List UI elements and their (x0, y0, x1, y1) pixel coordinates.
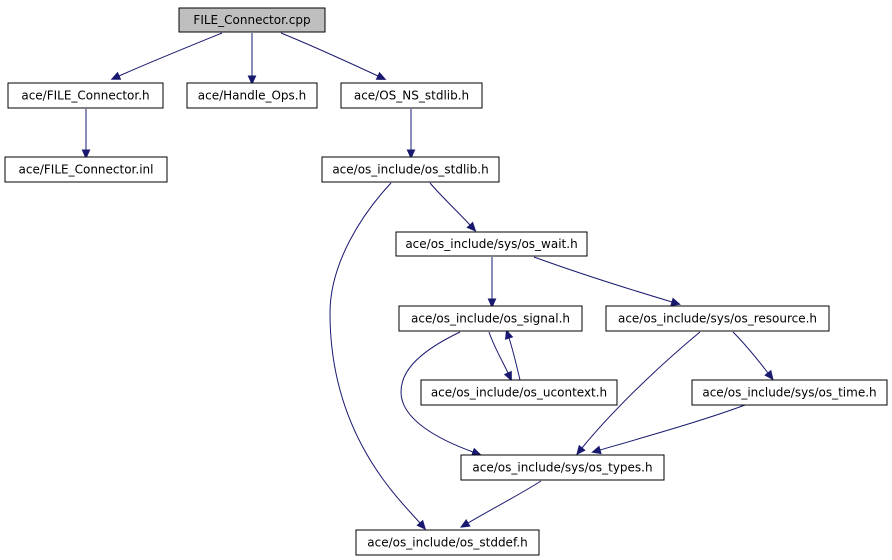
arrowhead-icon (460, 518, 471, 528)
edge-line (533, 256, 673, 303)
node-os-stdlib-h[interactable]: ace/os_include/os_stdlib.h (321, 156, 500, 183)
node-label: ace/os_include/os_stdlib.h (332, 163, 488, 177)
edge-line (488, 331, 509, 374)
node-label: ace/os_include/os_signal.h (411, 312, 570, 326)
node-label: ace/OS_NS_stdlib.h (354, 89, 469, 103)
arrowhead-icon (764, 369, 774, 381)
edge-sys_os_resource_h-to-sys_os_types_h (576, 331, 701, 456)
node-box (178, 7, 326, 33)
edge-line (329, 182, 421, 524)
arrowhead-icon (576, 444, 586, 456)
arrowhead-icon (487, 298, 497, 309)
edge-line (429, 182, 471, 226)
edge-sys_os_resource_h-to-sys_os_time_h (732, 331, 774, 381)
node-box (355, 529, 540, 556)
node-label: ace/Handle_Ops.h (198, 89, 306, 103)
edge-line (280, 32, 379, 77)
edge-line (400, 331, 474, 453)
edge-line (581, 331, 701, 449)
arrowhead-icon (505, 329, 514, 340)
edges (81, 32, 774, 530)
node-box (605, 305, 830, 332)
edge-line (508, 337, 521, 381)
edge-sys_os_wait_h-to-sys_os_resource_h (533, 256, 681, 307)
arrowhead-icon (375, 71, 387, 80)
node-label: ace/os_include/sys/os_wait.h (405, 237, 577, 251)
node-sys-os-resource-h[interactable]: ace/os_include/sys/os_resource.h (605, 305, 830, 332)
node-label: ace/os_include/sys/os_types.h (472, 461, 652, 475)
edge-os_stdlib_h-to-sys_os_wait_h (429, 182, 477, 232)
edge-line (467, 480, 542, 524)
edge-sys_os_time_h-to-sys_os_types_h (591, 404, 746, 455)
node-file-connector-cpp[interactable]: FILE_Connector.cpp (178, 7, 326, 33)
edge-os_ns_stdlib_h-to-os_stdlib_h (406, 109, 416, 160)
node-label: ace/os_include/os_ucontext.h (431, 386, 607, 400)
node-label: ace/os_include/sys/os_time.h (702, 386, 876, 400)
edge-sys_os_types_h-to-os_stddef_h (460, 480, 542, 528)
node-label: ace/os_include/os_stddef.h (367, 536, 527, 550)
arrowhead-icon (406, 149, 416, 160)
node-box (398, 305, 583, 332)
node-box (4, 156, 168, 183)
node-sys-os-time-h[interactable]: ace/os_include/sys/os_time.h (691, 379, 888, 406)
edge-os_signal_h-to-os_ucontext_h (488, 331, 512, 382)
node-label: ace/FILE_Connector.h (21, 89, 149, 103)
arrowhead-icon (591, 445, 602, 455)
node-box (7, 82, 164, 109)
node-label: ace/os_include/sys/os_resource.h (618, 312, 817, 326)
edge-os_signal_h-to-sys_os_types_h (400, 331, 482, 456)
arrowhead-icon (503, 370, 512, 382)
edge-line (732, 331, 769, 374)
node-os-signal-h[interactable]: ace/os_include/os_signal.h (398, 305, 583, 332)
node-box (420, 379, 618, 406)
arrowhead-icon (466, 221, 477, 232)
node-box (395, 231, 588, 257)
node-sys-os-wait-h[interactable]: ace/os_include/sys/os_wait.h (395, 231, 588, 257)
edge-os_stdlib_h-to-os_stddef_h (329, 182, 427, 530)
node-os-ucontext-h[interactable]: ace/os_include/os_ucontext.h (420, 379, 618, 406)
edge-file_connector_cpp-to-file_connector_h (110, 32, 223, 80)
arrowhead-icon (471, 447, 482, 456)
node-os-ns-stdlib-h[interactable]: ace/OS_NS_stdlib.h (340, 82, 483, 109)
edge-sys_os_wait_h-to-os_signal_h (487, 257, 497, 309)
node-file-connector-h[interactable]: ace/FILE_Connector.h (7, 82, 164, 109)
arrowhead-icon (110, 71, 122, 80)
node-os-stddef-h[interactable]: ace/os_include/os_stddef.h (355, 529, 540, 556)
edge-file_connector_h-to-file_connector_inl (81, 109, 91, 160)
node-box (691, 379, 888, 406)
node-label: ace/FILE_Connector.inl (19, 163, 154, 177)
node-box (186, 82, 318, 109)
edge-line (118, 32, 223, 77)
node-handle-ops-h[interactable]: ace/Handle_Ops.h (186, 82, 318, 109)
edge-file_connector_cpp-to-handle_ops_h (247, 33, 257, 86)
edge-file_connector_cpp-to-os_ns_stdlib_h (280, 32, 387, 80)
node-box (340, 82, 483, 109)
arrowhead-icon (670, 297, 681, 307)
node-box (321, 156, 500, 183)
node-file-connector-inl[interactable]: ace/FILE_Connector.inl (4, 156, 168, 183)
edge-line (599, 404, 746, 451)
arrowhead-icon (81, 149, 91, 160)
node-label: FILE_Connector.cpp (193, 13, 310, 27)
arrowhead-icon (247, 75, 257, 86)
arrowhead-icon (416, 519, 427, 530)
edge-os_ucontext_h-to-os_signal_h (505, 329, 521, 381)
node-box (460, 454, 665, 481)
node-sys-os-types-h[interactable]: ace/os_include/sys/os_types.h (460, 454, 665, 481)
